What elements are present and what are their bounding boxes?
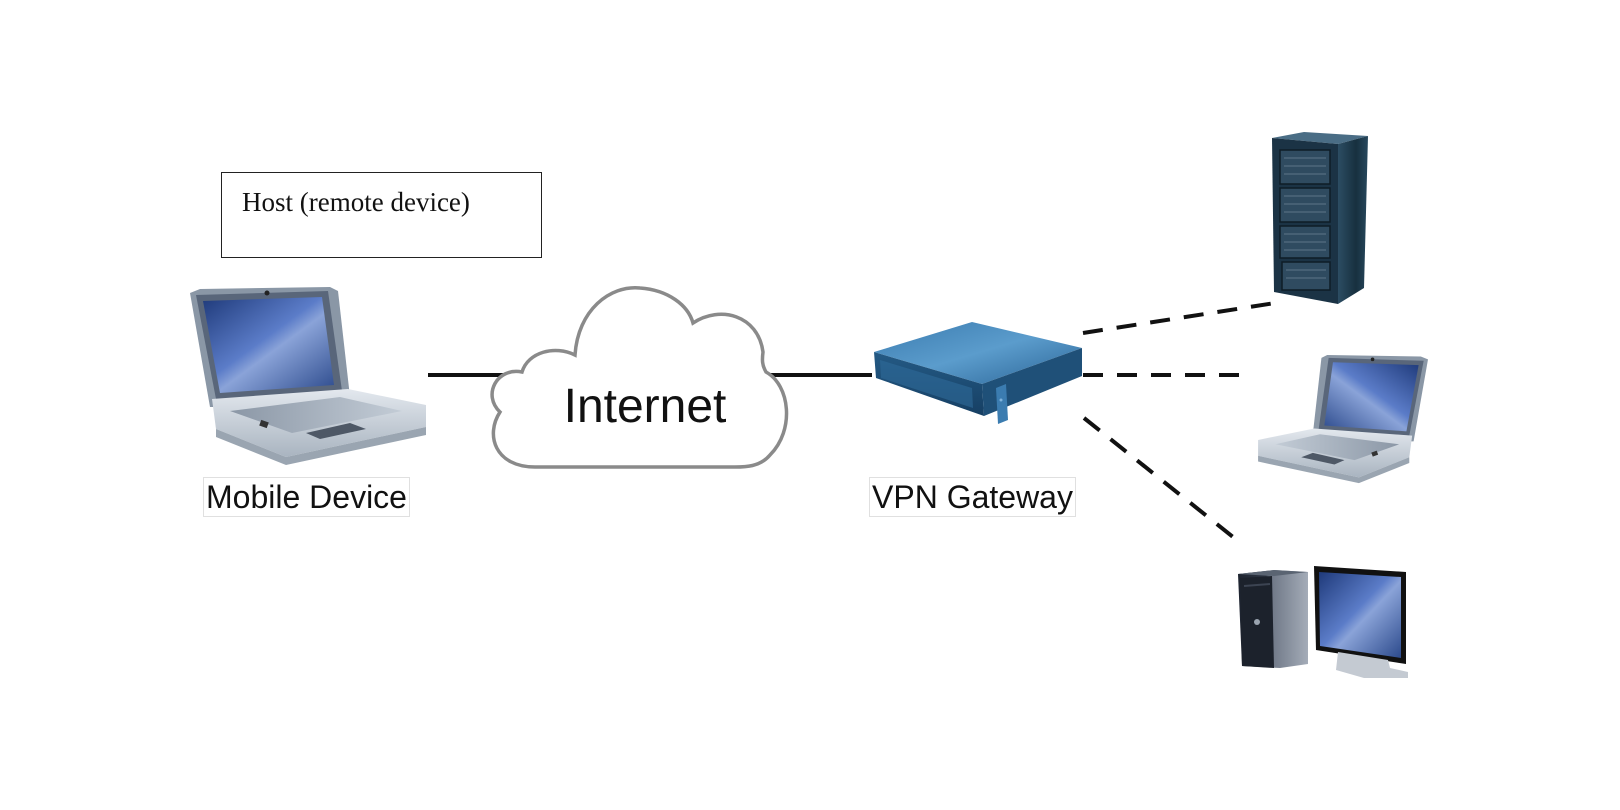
laptop-icon[interactable] — [1258, 355, 1428, 484]
network-appliance-icon[interactable] — [874, 322, 1082, 424]
mobile-device-label: Mobile Device — [203, 477, 410, 517]
edge-gateway-desktop — [1082, 416, 1235, 539]
edge-gateway-server — [1082, 301, 1276, 335]
vpn-gateway-label: VPN Gateway — [869, 477, 1076, 517]
desktop-computer-icon[interactable] — [1238, 566, 1408, 678]
laptop-icon[interactable] — [190, 287, 426, 465]
cloud-icon: Internet — [490, 286, 789, 469]
host-title-box: Host (remote device) — [221, 172, 542, 258]
cloud-label: Internet — [564, 380, 727, 433]
server-rack-icon[interactable] — [1272, 132, 1368, 304]
host-title-text: Host (remote device) — [242, 187, 470, 217]
